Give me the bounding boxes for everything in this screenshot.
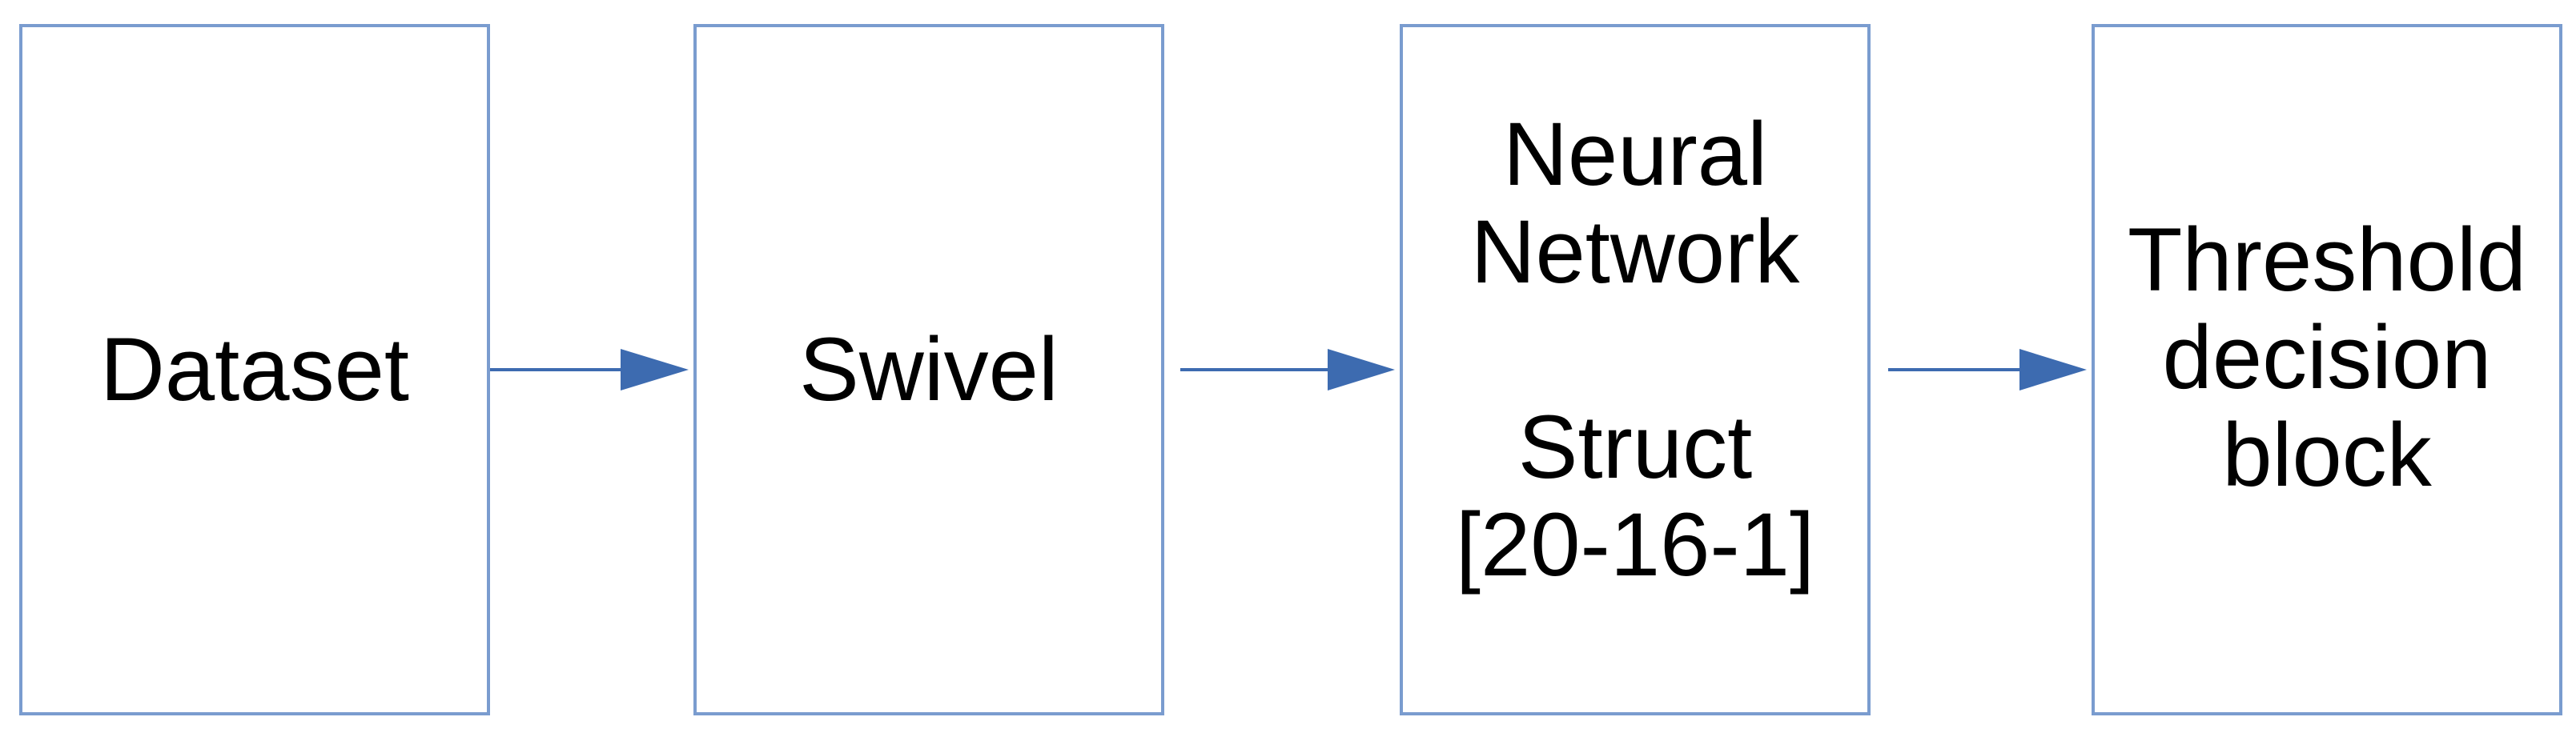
neural-network-line-1: Neural [1503, 104, 1767, 204]
neural-network-line-4: Struct [1517, 397, 1753, 497]
threshold-line-1: Threshold [2127, 210, 2527, 310]
threshold-decision-box: Threshold decision block [2092, 24, 2562, 715]
arrow-swivel-to-neural [1180, 349, 1395, 391]
threshold-line-2: decision [2162, 307, 2492, 407]
neural-network-box: Neural Network Struct [20-16-1] [1400, 24, 1871, 715]
neural-network-line-3 [1403, 305, 1867, 403]
arrow-dataset-to-swivel [490, 349, 689, 391]
neural-network-line-5: [20-16-1] [1455, 495, 1815, 595]
threshold-decision-label: Threshold decision block [2095, 215, 2559, 508]
neural-network-label: Neural Network Struct [20-16-1] [1403, 110, 1867, 598]
threshold-line-3: block [2222, 405, 2432, 505]
dataset-label: Dataset [100, 319, 409, 419]
dataset-box: Dataset [19, 24, 490, 715]
swivel-box: Swivel [693, 24, 1164, 715]
arrow-neural-to-threshold [1888, 349, 2087, 391]
neural-network-line-2: Network [1470, 202, 1800, 302]
swivel-label: Swivel [799, 319, 1059, 419]
